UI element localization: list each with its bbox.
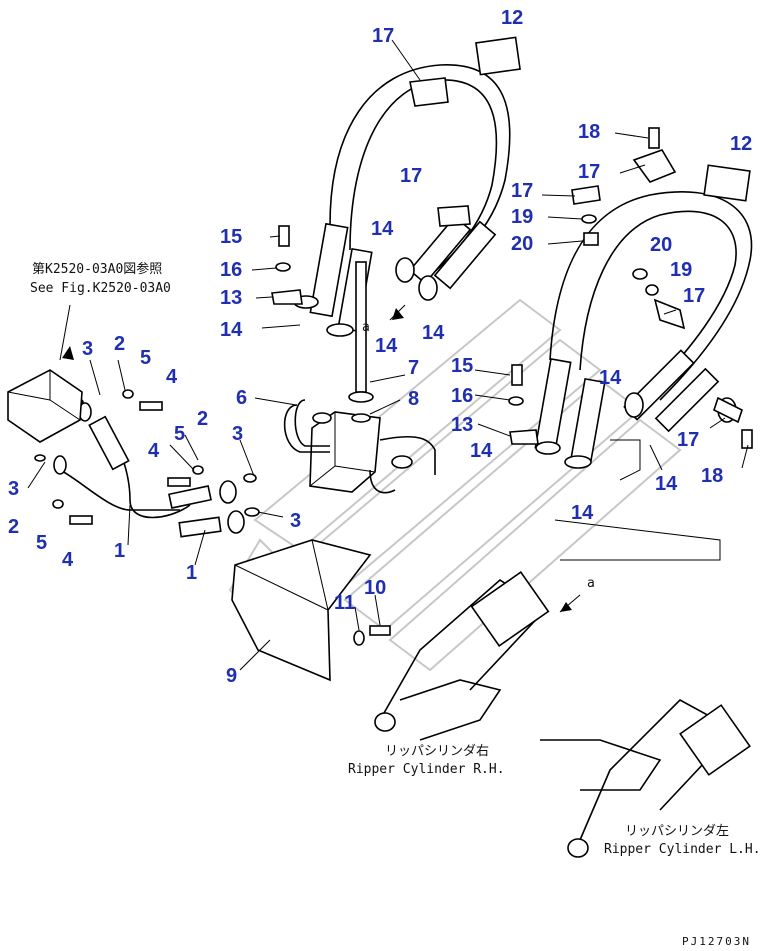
callout-6: 6 [236,387,247,409]
callout-14: 14 [375,335,398,357]
callout-2: 2 [8,516,19,538]
callout-1: 1 [114,540,125,562]
callout-3: 3 [290,510,301,532]
callout-19: 19 [670,259,692,281]
hardware-parts [271,77,753,449]
ripper-cylinder-rh [374,571,550,741]
callout-16: 16 [220,259,242,281]
control-valve [7,369,83,443]
leader-lines [27,39,749,671]
reference-texts: 第K2520-03A0図参照 See Fig.K2520-03A0 リッパシリン… [30,261,761,948]
callout-15: 15 [220,226,242,248]
drawing-number: PJ12703N [682,935,751,948]
callout-12: 12 [501,7,523,29]
ripper-rh-jp: リッパシリンダ右 [385,744,489,759]
callouts: 12 17 18 12 17 17 17 19 20 20 19 17 15 1… [8,7,752,687]
callout-17: 17 [511,180,533,202]
callout-19: 19 [511,206,533,228]
callout-8: 8 [408,388,419,410]
ripper-cylinder-lh [540,699,751,858]
callout-5: 5 [140,347,151,369]
callout-2: 2 [114,333,125,355]
valve-block [283,261,436,494]
callout-2: 2 [197,408,208,430]
callout-3: 3 [82,338,93,360]
hose-12-left [329,36,521,281]
callout-5: 5 [36,532,47,554]
callout-12: 12 [730,133,752,155]
callout-10: 10 [364,577,386,599]
callout-20: 20 [650,234,672,256]
view-a-label-1: a [362,320,370,335]
ripper-lh-en: Ripper Cylinder L.H. [604,842,761,857]
callout-13: 13 [451,414,473,436]
callout-14: 14 [571,502,594,524]
callout-7: 7 [408,357,419,379]
callout-4: 4 [166,366,178,388]
callout-14: 14 [655,473,678,495]
see-fig-jp: 第K2520-03A0図参照 [32,261,162,277]
see-fig-en: See Fig.K2520-03A0 [30,281,171,296]
arrows [62,308,572,612]
callout-15: 15 [451,355,473,377]
callout-18: 18 [578,121,600,143]
callout-18: 18 [701,465,723,487]
view-a-label-2: a [587,576,595,591]
callout-3: 3 [232,423,243,445]
callout-1: 1 [186,562,197,584]
callout-14: 14 [422,322,445,344]
callout-5: 5 [174,423,185,445]
callout-4: 4 [62,549,74,571]
callout-14: 14 [470,440,493,462]
hose-1-assembly [34,389,260,538]
callout-3: 3 [8,478,19,500]
callout-13: 13 [220,287,242,309]
callout-17: 17 [372,25,394,47]
ripper-lh-jp: リッパシリンダ左 [625,824,729,839]
callout-17: 17 [677,429,699,451]
callout-20: 20 [511,233,533,255]
callout-14: 14 [220,319,243,341]
hose-12-right [549,164,753,401]
callout-14: 14 [371,218,394,240]
callout-11: 11 [334,592,355,614]
callout-4: 4 [148,440,160,462]
callout-17: 17 [578,161,600,183]
ripper-rh-en: Ripper Cylinder R.H. [348,762,505,777]
callout-16: 16 [451,385,473,407]
callout-17: 17 [683,285,705,307]
callout-14: 14 [599,367,622,389]
bracket-9 [231,539,391,682]
callout-9: 9 [226,665,237,687]
callout-17: 17 [400,165,422,187]
